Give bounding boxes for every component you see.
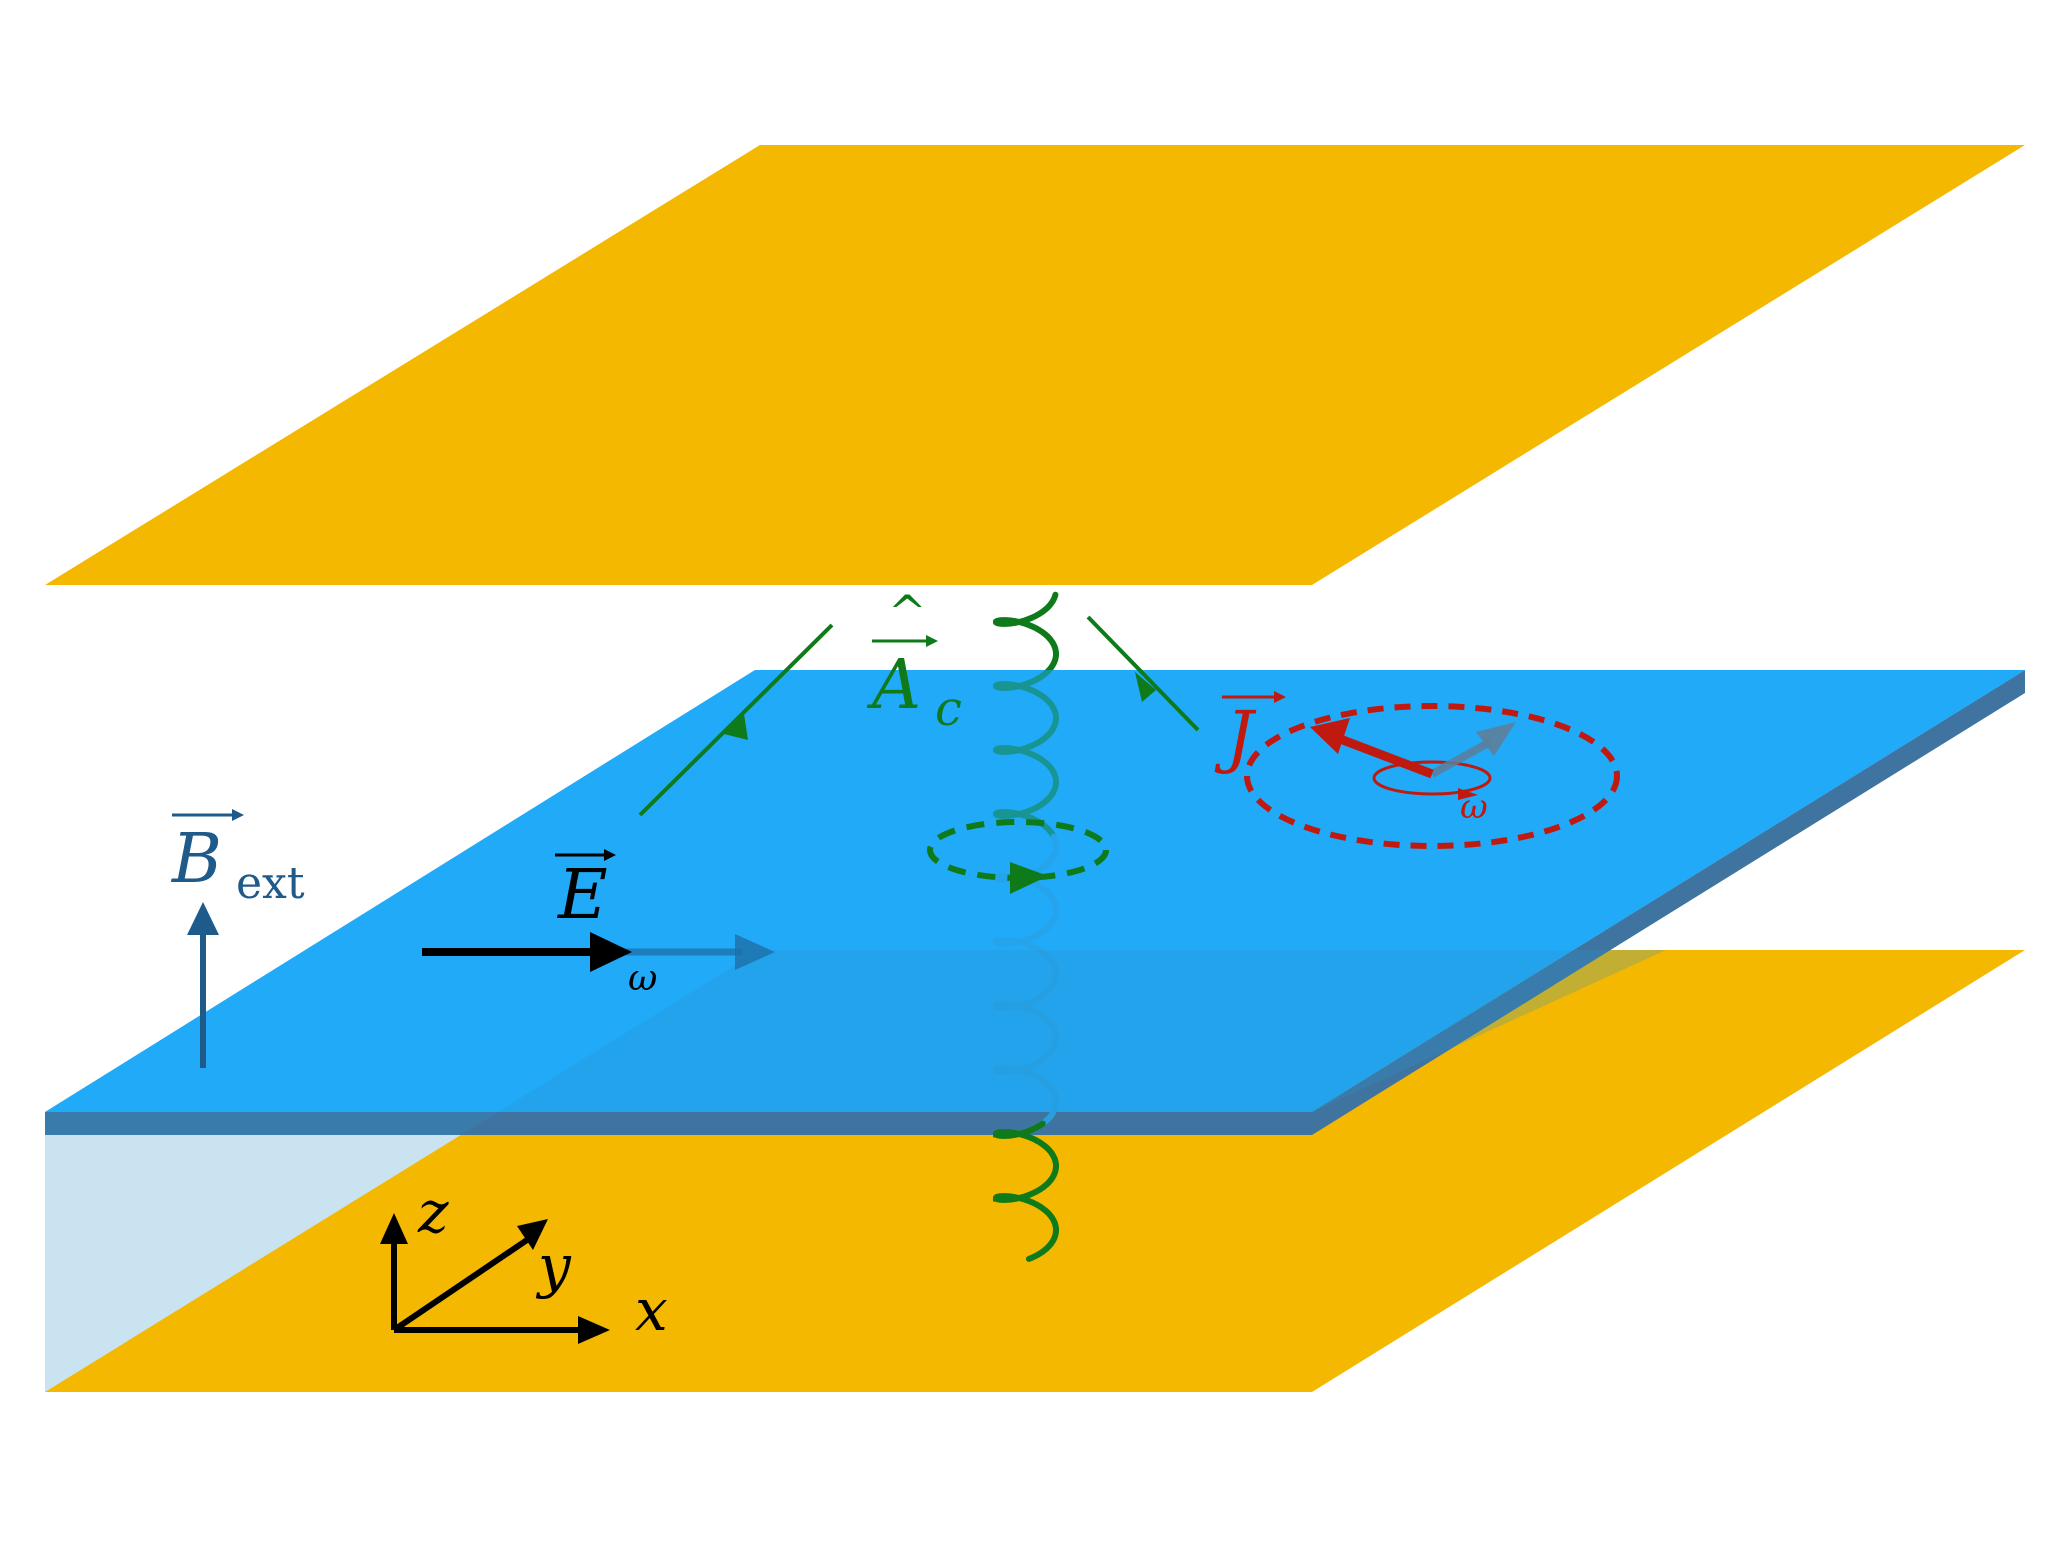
e-field-frequency: ω [628,958,657,999]
b-field-symbol: B [170,820,222,899]
sheet-overlay [45,670,2025,1112]
b-field-subscript: ext [236,858,305,909]
e-field-arrow [422,932,775,972]
ray-left-arrowhead [724,714,748,740]
axis-z-label: z [417,1178,449,1246]
current-arrow [1333,732,1434,779]
axis-y-label: y [535,1232,572,1300]
current-faded-arrow [1430,738,1492,778]
e-field-symbol: E [556,856,608,935]
current-small-rotation [1372,760,1492,796]
sheet-right-edge [1312,670,2025,1135]
cavity-rays [638,615,1200,817]
helix-bottom [993,1120,1059,1262]
ray-left-lower [638,623,834,817]
axis-z-head [380,1213,408,1244]
ray-right [1086,615,1200,732]
sheet-front-edge [45,1112,1312,1135]
axis-y-head [517,1219,548,1250]
b-vector-bar-head [232,809,244,821]
current-faded-arrowhead [1476,722,1516,756]
a-hat: ^ [888,585,927,639]
bottom-mirror [45,950,2025,1392]
ray-right-arrowhead [1135,672,1156,702]
top-mirror [45,145,2025,585]
e-field-head [590,932,632,972]
sheet-overlap-shade [45,950,1666,1392]
cavity-field-subscript: c [935,681,962,737]
b-field-arrow [187,902,219,1068]
a-vector-bar-head [926,635,938,647]
cavity-polarization-arrowhead [1010,862,1048,894]
cavity-field-symbol: A [866,646,921,725]
e-field-faded-head [735,934,775,970]
b-field-head [187,902,219,935]
axis-x-label: x [635,1276,668,1344]
j-vector-bar-head [1274,691,1286,703]
e-field-label: E ω [555,849,657,999]
current-arrowhead [1310,718,1350,754]
cavity-field-label: ^ A c [866,585,962,737]
coordinate-axes [380,1213,610,1344]
e-vector-bar-head [604,849,616,861]
axis-x-head [578,1316,610,1344]
current-loop [1244,703,1620,849]
current-ellipse [1244,703,1620,849]
axis-y [392,1237,529,1333]
b-field-label: B ext [170,809,305,909]
current-rotation-arrowhead [1458,788,1478,800]
current-frequency: ω [1460,787,1488,827]
